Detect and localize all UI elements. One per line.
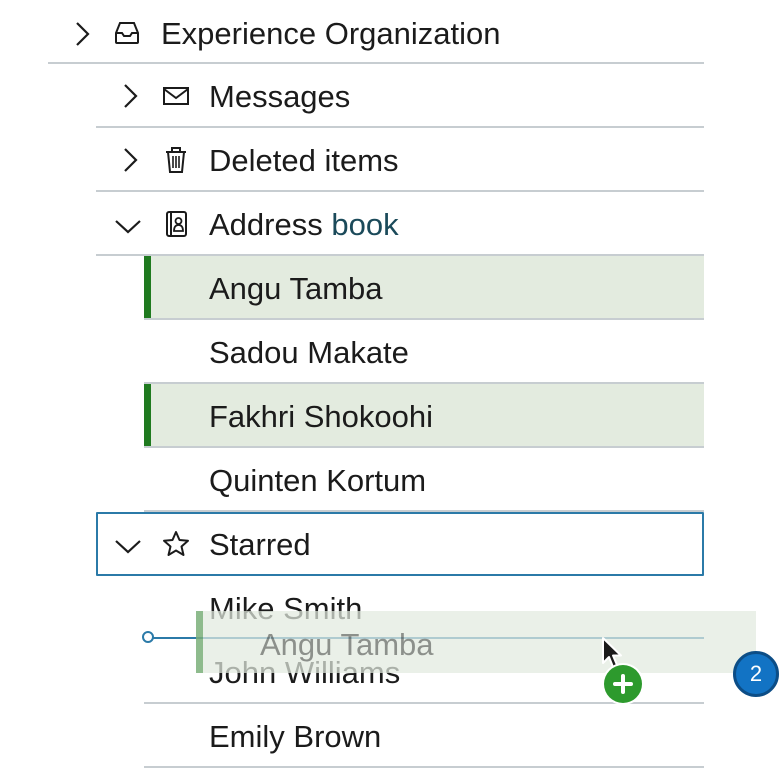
inbox-icon	[111, 17, 143, 49]
contact-name: Sadou Makate	[209, 335, 409, 370]
tree-item-deleted-items[interactable]: Deleted items	[96, 128, 704, 192]
chevron-down-icon[interactable]	[112, 210, 144, 242]
label-part: book	[331, 207, 399, 242]
tree-item-starred[interactable]: Starred	[96, 512, 704, 576]
drag-ghost: Angu Tamba	[196, 611, 756, 673]
drop-indicator-dot	[142, 631, 154, 643]
tree-item-label: Messages	[209, 79, 351, 114]
envelope-icon	[160, 80, 192, 112]
contact-row-emily-brown[interactable]: Emily Brown	[144, 704, 704, 768]
star-icon	[160, 528, 192, 560]
contact-name: Angu Tamba	[209, 271, 383, 306]
contact-row-sadou-makate[interactable]: Sadou Makate	[144, 320, 704, 384]
chevron-down-icon[interactable]	[112, 530, 144, 562]
address-book-icon	[160, 208, 192, 240]
chevron-right-icon[interactable]	[66, 18, 98, 50]
tree-item-address-book[interactable]: Address book	[96, 192, 704, 256]
contact-row-fakhri-shokoohi[interactable]: Fakhri Shokoohi	[144, 384, 704, 448]
tree-item-messages[interactable]: Messages	[96, 64, 704, 128]
contact-name: Quinten Kortum	[209, 463, 427, 498]
contact-row-quinten-kortum[interactable]: Quinten Kortum	[144, 448, 704, 512]
drag-count-badge: 2	[733, 651, 779, 697]
copy-plus-icon	[604, 665, 642, 703]
chevron-right-icon[interactable]	[114, 80, 146, 112]
chevron-right-icon[interactable]	[114, 144, 146, 176]
tree-item-label: Deleted items	[209, 143, 399, 178]
label-part: Address	[209, 207, 323, 242]
tree-item-experience-organization[interactable]: Experience Organization	[48, 0, 704, 64]
tree-item-label: Address book	[209, 209, 399, 240]
contact-name: Emily Brown	[209, 719, 382, 754]
contact-name: Fakhri Shokoohi	[209, 399, 434, 434]
contact-row-angu-tamba[interactable]: Angu Tamba	[144, 256, 704, 320]
drag-ghost-label: Angu Tamba	[260, 627, 434, 662]
tree-item-label: Starred	[209, 527, 311, 562]
trash-icon	[160, 144, 192, 176]
tree-item-label: Experience Organization	[161, 16, 501, 51]
